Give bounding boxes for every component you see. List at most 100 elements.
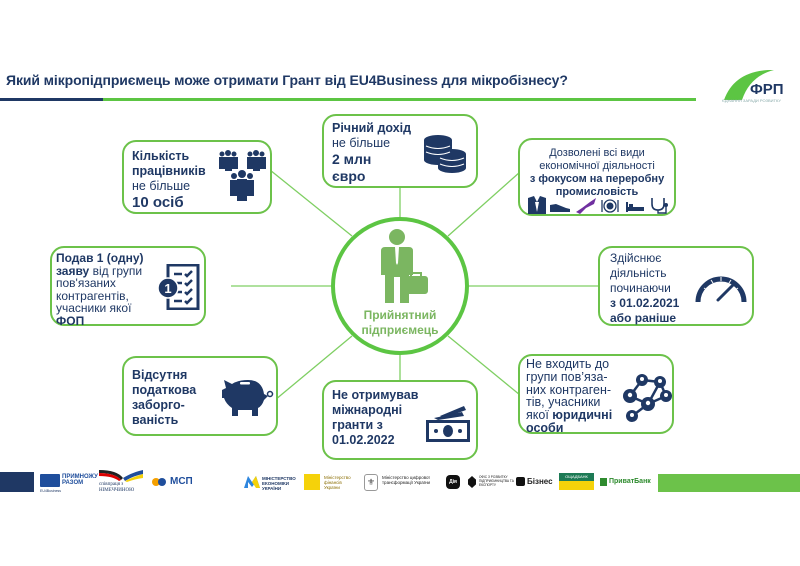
activity-line1: Дозволені всі види <box>549 147 645 159</box>
activity-line2: економічної діяльності <box>539 160 655 172</box>
candy-icon <box>576 198 596 214</box>
footer-logo-eu4business: ПРИМНОЖУ РАЗОМ EU4Business <box>38 473 98 493</box>
german-ukrainian-flag-swoosh-icon <box>99 470 143 482</box>
group-line1: Не входить до <box>526 357 610 371</box>
people-group-icon <box>219 150 266 201</box>
income-line3: 2 млн <box>332 151 372 167</box>
grants-line4: 01.02.2022 <box>332 433 395 447</box>
activity-line3: з фокусом на переробну <box>529 173 665 185</box>
diia-business-text: Бізнес <box>527 477 553 486</box>
industry-icons-row <box>528 196 668 214</box>
center-label: Прийнятний підприємець <box>335 308 465 338</box>
footer-logo-ministry-finance: Міністерство фінансів України <box>304 474 358 492</box>
oschadbank-text: ОЩАДБАНК <box>559 473 594 481</box>
connector-bottom-left <box>274 335 353 401</box>
frp-logo-text: ФРП <box>750 81 784 98</box>
application-line6: ФОП <box>56 313 85 328</box>
tax-line2: податкова <box>132 383 197 397</box>
diia-text: Дія <box>449 479 457 485</box>
german-cooperation-text: співпраця з НІМЕЧЧИНОЮ <box>99 482 135 493</box>
stethoscope-icon <box>651 198 668 214</box>
eu4business-logo-sub: EU4Business <box>40 489 62 493</box>
page-title: Який мікропідприємець може отримати Гран… <box>6 72 568 88</box>
office-text: ОФІС З РОЗВИТКУ ПІДПРИЄМНИЦТВА ТА ЕКСПОР… <box>479 475 514 487</box>
checklist-icon: 1 <box>158 264 200 310</box>
footer-logo-ministry-digital: ⚜ Міністерство цифрової трансформації Ук… <box>364 474 446 492</box>
ministry-digital-text: Міністерство цифрової трансформації Укра… <box>382 475 431 485</box>
money-icon <box>426 406 470 442</box>
ministry-finance-emblem-icon <box>304 474 320 490</box>
application-line2b: від групи <box>89 263 143 278</box>
application-badge: 1 <box>164 281 171 296</box>
eu-flag-icon <box>40 474 60 487</box>
footer-logo-diia: Дія <box>446 475 460 489</box>
employees-line3: не більше <box>132 179 191 193</box>
footer-logo-msp: МСП <box>152 474 216 492</box>
tax-line3: заборго- <box>132 398 185 412</box>
footer-green-bar <box>658 474 800 492</box>
application-line5: учасники якої <box>56 301 132 315</box>
eu4business-logo-text: ПРИМНОЖУ РАЗОМ <box>62 474 98 486</box>
ministry-economy-m-icon <box>244 476 260 488</box>
suit-icon <box>528 196 546 214</box>
title-underline-dark <box>0 98 103 101</box>
criteria-card-start-date: Здійснює діяльність починаючи з 01.02.20… <box>598 246 754 326</box>
criteria-card-employees: Кількість працівників не більше 10 осіб <box>122 140 272 214</box>
ministry-economy-text: МІНІСТЕРСТВО ЕКОНОМІКИ УКРАЇНИ <box>262 476 296 491</box>
footer-logo-entrepreneurship-office: ОФІС З РОЗВИТКУ ПІДПРИЄМНИЦТВА ТА ЕКСПОР… <box>468 474 516 492</box>
footer-logo-privatbank: ПриватБанк <box>600 477 656 489</box>
title-underline-green <box>103 98 456 101</box>
application-line2a: заяву <box>56 263 90 278</box>
msp-dot-blue-icon <box>158 478 166 486</box>
group-line5b: юридичні <box>552 408 613 423</box>
tax-line1: Відсутня <box>132 368 188 382</box>
businessman-icon <box>381 229 428 303</box>
shoe-icon <box>550 204 570 212</box>
coins-icon <box>424 135 466 173</box>
title-underline-green-end <box>456 98 696 101</box>
center-label-line2: підприємець <box>361 323 439 337</box>
network-icon <box>623 374 672 422</box>
income-line1: Річний дохід <box>332 121 412 135</box>
employees-line4: 10 осіб <box>132 194 184 211</box>
criteria-card-legal-group: Не входить до групи пов’яза- них контраг… <box>518 354 674 434</box>
income-line2: не більше <box>332 136 391 150</box>
criteria-card-tax-debt: Відсутня податкова заборго- ваність <box>122 356 278 436</box>
diia-business-icon <box>516 477 525 486</box>
group-line5a: якої <box>526 408 553 423</box>
office-logo-icon <box>468 476 476 488</box>
start-line2: діяльність <box>610 266 667 280</box>
frp-logo-arc-icon: ФРП <box>724 70 784 100</box>
application-line3: пов'язаних <box>56 276 116 290</box>
criteria-card-grants: Не отримував міжнародні гранти з 01.02.2… <box>322 380 478 460</box>
eligible-entrepreneur-circle: Прийнятний підприємець <box>331 217 469 355</box>
grants-line3: гранти з <box>332 418 383 432</box>
criteria-card-application: Подав 1 (одну) заяву від групи пов'язани… <box>50 246 206 328</box>
employees-line2: працівників <box>132 164 206 178</box>
plate-icon <box>601 199 619 213</box>
frp-logo-tagline: ЄДНАННЯ ЗАРАДИ РОЗВИТКУ <box>722 98 781 103</box>
application-line4: контрагентів, <box>56 288 129 303</box>
msp-logo-text: МСП <box>170 476 193 487</box>
group-line2: групи пов’яза- <box>526 369 608 384</box>
group-line3: них контраген- <box>526 382 612 397</box>
start-line5: або раніше <box>610 311 677 325</box>
trident-emblem-icon: ⚜ <box>364 474 378 491</box>
footer-logo-ministry-economy: МІНІСТЕРСТВО ЕКОНОМІКИ УКРАЇНИ <box>244 474 304 492</box>
bed-icon <box>626 202 644 212</box>
tax-line4: ваність <box>132 413 179 427</box>
connector-top-left <box>269 169 353 237</box>
application-line1: Подав 1 (одну) <box>56 251 144 265</box>
msp-dots-icon <box>152 478 160 486</box>
criteria-card-activity: Дозволені всі види економічної діяльност… <box>518 138 676 216</box>
group-line4: тів, учасники <box>526 395 601 410</box>
grants-line1: Не отримував <box>332 388 419 402</box>
footer-logo-oschadbank: ОЩАДБАНК <box>559 473 594 490</box>
privatbank-text: ПриватБанк <box>609 478 651 485</box>
center-label-line1: Прийнятний <box>363 308 437 322</box>
grants-line2: міжнародні <box>332 403 403 417</box>
privatbank-icon <box>600 478 607 486</box>
speedometer-icon <box>695 276 747 303</box>
criteria-card-income: Річний дохід не більше 2 млн євро <box>322 114 478 188</box>
